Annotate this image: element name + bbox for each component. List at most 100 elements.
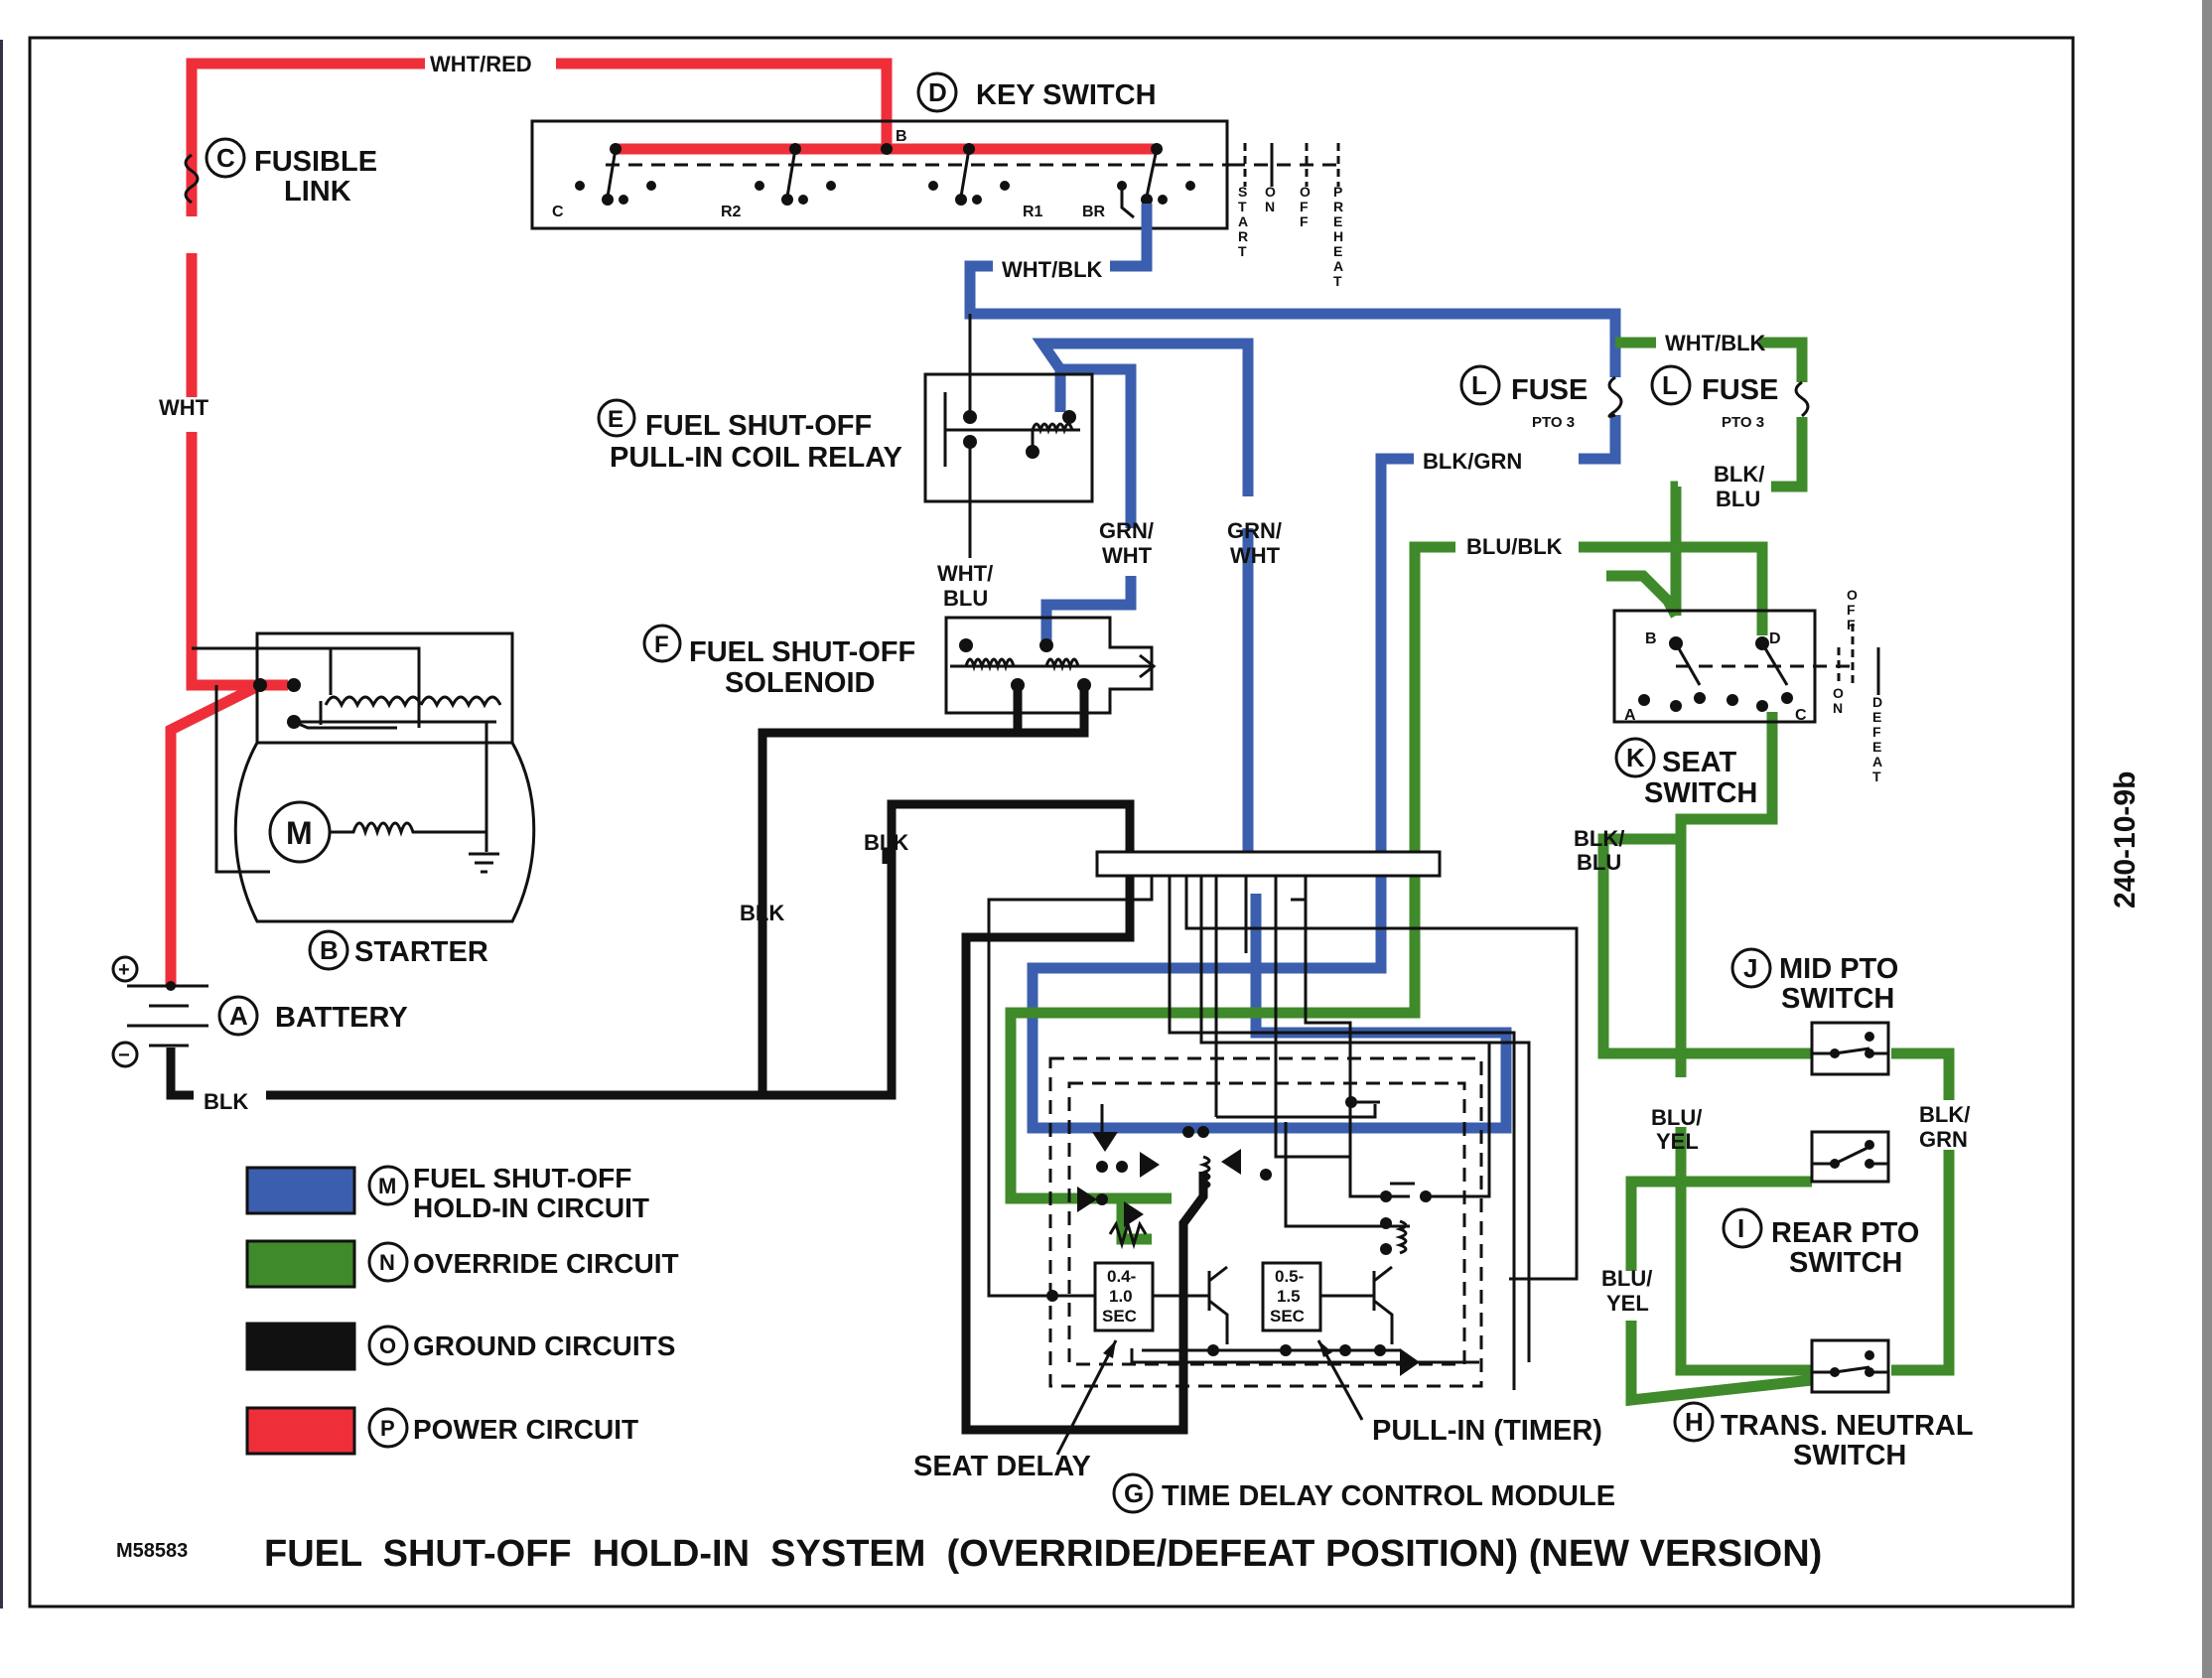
legend-swatch-override xyxy=(245,1239,356,1289)
legend-override: OVERRIDE CIRCUIT xyxy=(413,1248,679,1279)
wire-label-wht-blu-b: BLU xyxy=(943,586,988,611)
badge-a xyxy=(217,995,259,1037)
key-terminal-r1: R1 xyxy=(1023,204,1043,220)
key-terminal-br: BR xyxy=(1082,204,1106,220)
seat-terminal-c: C xyxy=(1795,707,1807,724)
badge-e-letter: E xyxy=(608,406,623,433)
time-delay-control-module: 0.4- 1.0 SEC 0.5- 1.5 SEC xyxy=(987,850,1579,1456)
figure-id: M58583 xyxy=(116,1540,188,1562)
badge-g xyxy=(1112,1472,1154,1514)
badge-o-letter: O xyxy=(379,1333,396,1358)
key-terminal-r2: R2 xyxy=(721,204,742,220)
timer2-line2: 1.5 xyxy=(1277,1287,1301,1306)
battery-positive-icon xyxy=(111,955,139,983)
battery-negative-icon xyxy=(111,1041,139,1068)
badge-p xyxy=(367,1407,409,1449)
badge-k-letter: K xyxy=(1626,743,1645,772)
wire-label-blk-blu-2b: BLU xyxy=(1577,850,1621,875)
diode-icon xyxy=(1140,1152,1160,1178)
relay-label-line1: FUEL SHUT-OFF xyxy=(645,410,872,442)
module-relay-coil-icon xyxy=(1198,1155,1211,1190)
legend-swatch-ground xyxy=(245,1322,356,1371)
diode-icon xyxy=(1400,1348,1420,1376)
transistor-icon xyxy=(1372,1265,1394,1344)
seat-switch-label-2: SWITCH xyxy=(1644,777,1757,809)
transistor-icon xyxy=(1207,1265,1229,1344)
seat-terminal-a: A xyxy=(1624,707,1636,724)
trans-neutral-label-2: SWITCH xyxy=(1793,1440,1906,1471)
page-left-edge xyxy=(0,40,3,1608)
trans-neutral-switch xyxy=(1810,1338,1890,1394)
fuel-shutoff-solenoid xyxy=(944,616,1157,715)
wire-label-blk-2: BLK xyxy=(740,901,784,925)
badge-l1-letter: L xyxy=(1471,370,1487,400)
key-terminal-c: C xyxy=(552,204,564,220)
diode-icon xyxy=(1077,1187,1097,1212)
legend-swatch-power xyxy=(245,1406,356,1456)
fusible-link-label-1: FUSIBLE xyxy=(254,146,377,178)
rear-pto-switch xyxy=(1810,1130,1890,1184)
badge-i xyxy=(1722,1207,1763,1249)
starter-label: STARTER xyxy=(354,936,488,968)
override-circuit-wires xyxy=(1005,337,1955,1407)
legend-hold-in-line1: FUEL SHUT-OFF xyxy=(413,1163,631,1193)
resistor-icon xyxy=(1108,1218,1148,1250)
fuse-1-icon xyxy=(1607,375,1623,418)
badge-d-letter: D xyxy=(928,77,947,107)
relay-label-line2: PULL-IN COIL RELAY xyxy=(610,442,902,474)
trans-neutral-label-1: TRANS. NEUTRAL xyxy=(1721,1410,1974,1442)
wire-label-grn-wht-1b: WHT xyxy=(1102,543,1153,568)
legend-ground: GROUND CIRCUITS xyxy=(413,1330,675,1361)
battery xyxy=(127,981,208,1048)
timer2-line1: 0.5- xyxy=(1275,1267,1304,1286)
badge-i-letter: I xyxy=(1737,1213,1744,1243)
badge-o xyxy=(367,1325,409,1366)
wire-label-blk-3: BLK xyxy=(864,830,908,855)
rear-pto-label-1: REAR PTO xyxy=(1771,1217,1919,1249)
badge-l1 xyxy=(1459,364,1501,406)
relay-coil-icon xyxy=(1031,422,1074,435)
seat-terminal-b: B xyxy=(1645,630,1657,647)
battery-minus: − xyxy=(118,1045,130,1066)
fuse-1-sub: PTO 3 xyxy=(1532,414,1575,431)
timer2-line3: SEC xyxy=(1270,1307,1305,1326)
badge-f xyxy=(642,624,682,663)
legend-swatch-hold-in xyxy=(245,1166,356,1215)
diode-icon xyxy=(1221,1149,1241,1175)
wire-label-blk-blu-1b: BLU xyxy=(1716,487,1760,511)
pull-in-coil-relay xyxy=(923,314,1094,558)
ground-circuit-wires xyxy=(166,685,1208,1435)
badge-l2 xyxy=(1650,364,1692,406)
wire-label-blk-grn-1: BLK/GRN xyxy=(1423,449,1522,474)
viewer-scrollbar[interactable] xyxy=(2202,0,2212,1678)
wire-label-grn-wht-2a: GRN/ xyxy=(1227,518,1282,543)
badge-h-letter: H xyxy=(1685,1407,1704,1437)
badge-n xyxy=(367,1241,409,1283)
solenoid-label-line2: SOLENOID xyxy=(725,667,875,699)
seat-switch-label-1: SEAT xyxy=(1662,747,1736,778)
wire-label-blu-yel-2b: YEL xyxy=(1606,1291,1649,1316)
fuse-1-label: FUSE xyxy=(1511,374,1588,406)
badge-g-letter: G xyxy=(1124,1478,1144,1508)
legend-power: POWER CIRCUIT xyxy=(413,1414,638,1445)
wire-label-wht-blk-1: WHT/BLK xyxy=(1002,257,1103,282)
pull-in-timer-label: PULL-IN (TIMER) xyxy=(1372,1415,1602,1447)
wire-label-wht-blk-2: WHT/BLK xyxy=(1665,331,1766,355)
wire-label-blu-yel-2a: BLU/ xyxy=(1601,1266,1652,1291)
diode-icon xyxy=(1092,1132,1118,1152)
timer1-line3: SEC xyxy=(1102,1307,1137,1326)
wire-label-grn-wht-2b: WHT xyxy=(1230,543,1281,568)
timer1-line2: 1.0 xyxy=(1109,1287,1133,1306)
solenoid-coil-2-icon xyxy=(1044,657,1080,672)
badge-n-letter: N xyxy=(379,1250,395,1275)
badge-k xyxy=(1614,737,1656,778)
diode-icon xyxy=(1124,1201,1144,1227)
fuse-2-label: FUSE xyxy=(1702,374,1778,406)
